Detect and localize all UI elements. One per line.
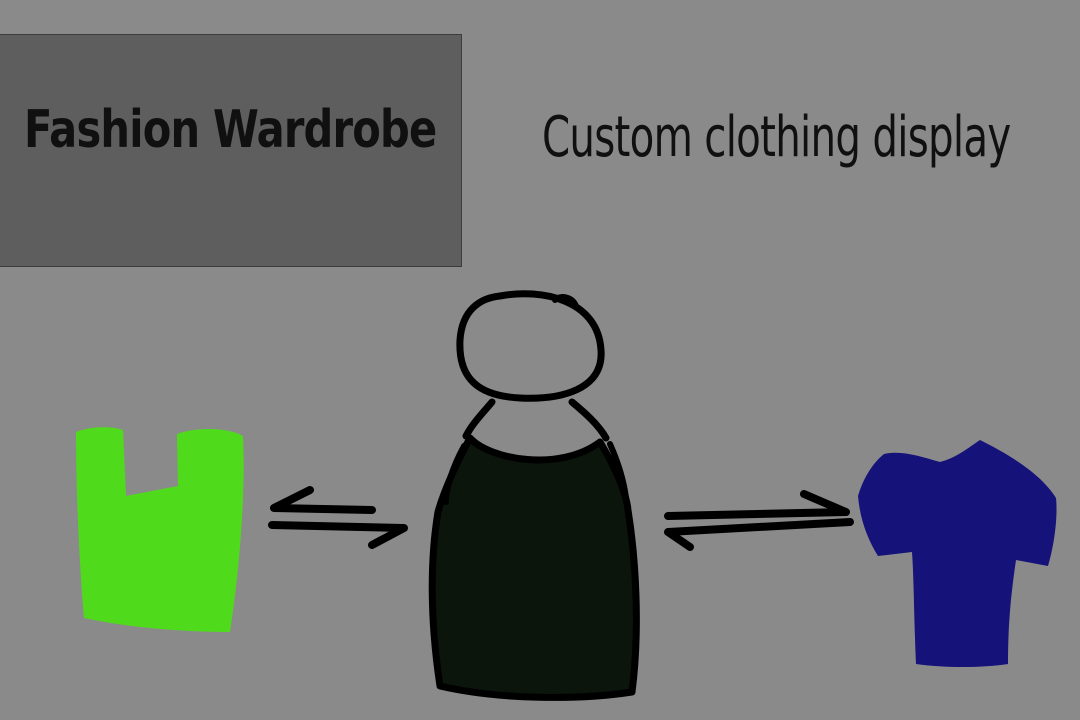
worn-garment: [428, 434, 640, 701]
mannequin-head: [456, 290, 605, 402]
swap-arrows-icon[interactable]: [268, 486, 408, 549]
blue-t-shirt-icon[interactable]: [858, 440, 1057, 667]
mannequin-head-detail: [552, 294, 579, 309]
game-title: Fashion Wardrobe: [24, 100, 437, 160]
mannequin-neck: [462, 398, 610, 442]
title-panel: [0, 34, 462, 267]
mannequin-icon: [428, 290, 640, 701]
swap-arrows-icon[interactable]: [664, 490, 854, 551]
mannequin-arms: [443, 441, 629, 505]
game-subtitle: Custom clothing display: [542, 105, 1011, 170]
green-tank-top-icon[interactable]: [76, 427, 244, 632]
